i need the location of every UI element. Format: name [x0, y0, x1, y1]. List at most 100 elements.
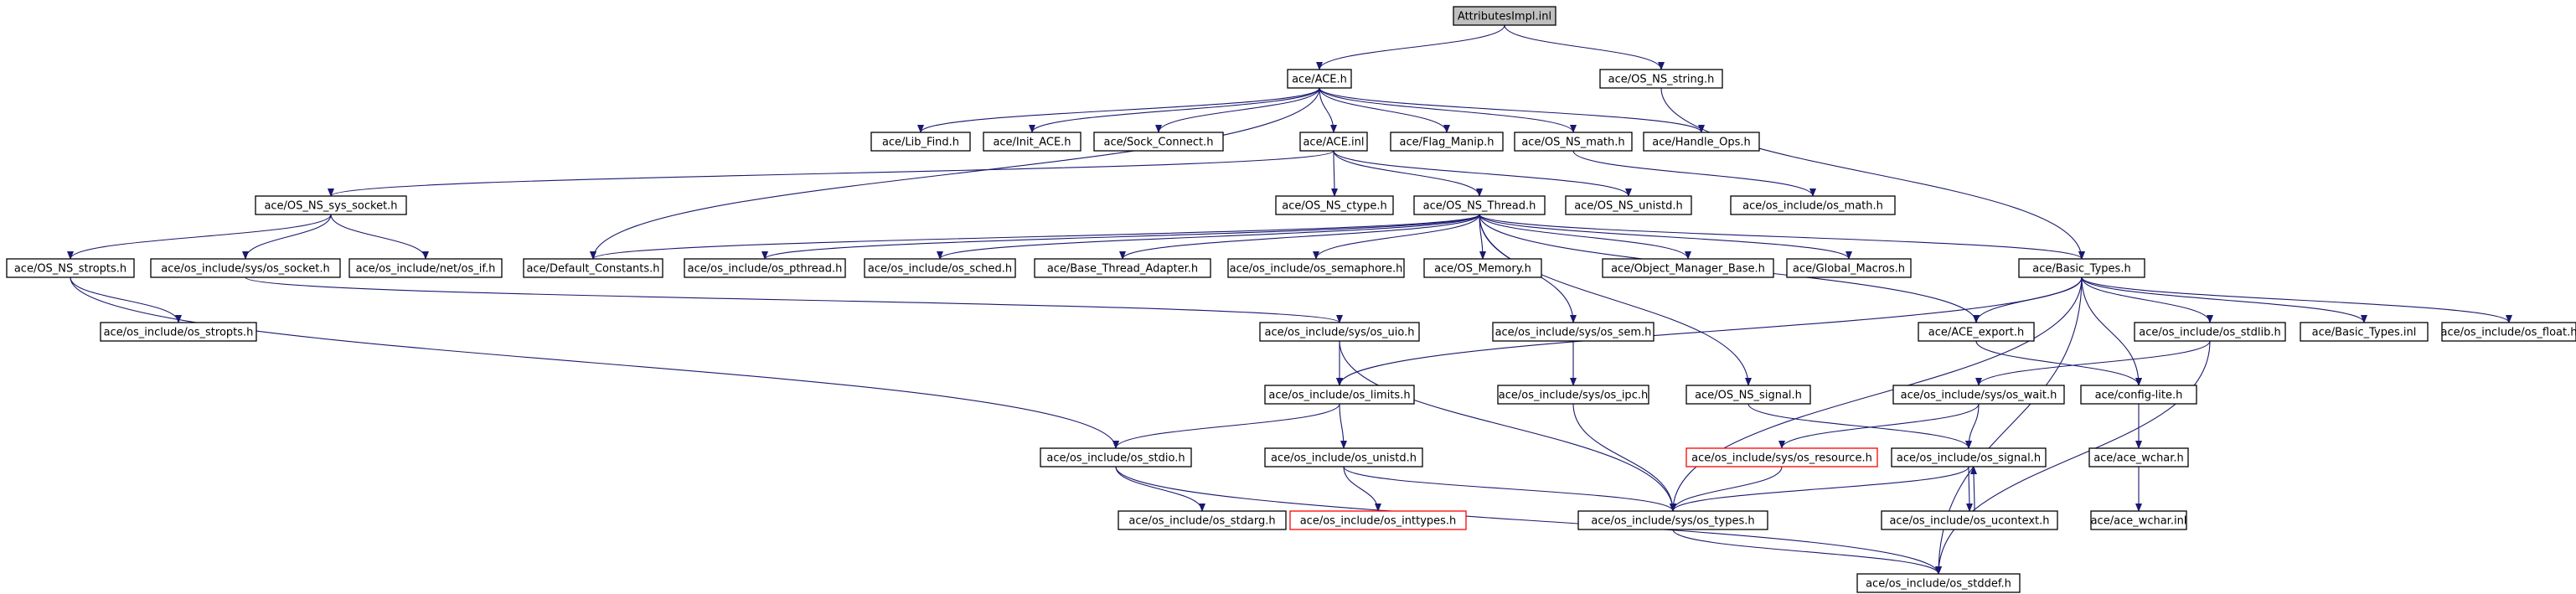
- node-ns_math[interactable]: ace/OS_NS_math.h: [1514, 132, 1633, 152]
- edge-ns_thread-to-ns_signal: [1479, 214, 1752, 386]
- node-box: [1453, 6, 1556, 26]
- node-lib_find[interactable]: ace/Lib_Find.h: [870, 132, 971, 152]
- edge-os_signal-to-sys_os_types: [1670, 466, 1969, 512]
- node-os_limits[interactable]: ace/os_include/os_limits.h: [1264, 385, 1415, 405]
- edge-sys_os_resource-to-sys_os_types: [1670, 466, 1783, 512]
- node-label: ace/os_include/os_stdlib.h: [2139, 327, 2280, 339]
- node-ns_string[interactable]: ace/OS_NS_string.h: [1599, 69, 1723, 89]
- edge-os_unistd-to-sys_os_types: [1343, 466, 1676, 512]
- node-label: ace/os_include/net/os_if.h: [356, 263, 496, 276]
- node-ace_export[interactable]: ace/ACE_export.h: [1918, 322, 2035, 342]
- node-box: [1856, 573, 2021, 593]
- node-box: [255, 195, 407, 215]
- node-ns_sys_socket[interactable]: ace/OS_NS_sys_socket.h: [255, 195, 407, 215]
- node-box: [1730, 195, 1896, 215]
- node-os_signal[interactable]: ace/os_include/os_signal.h: [1891, 447, 2047, 467]
- node-sys_os_resource[interactable]: ace/os_include/sys/os_resource.h: [1685, 447, 1878, 467]
- node-box: [1413, 195, 1546, 215]
- node-label: ace/Lib_Find.h: [882, 137, 959, 149]
- node-box: [1685, 447, 1878, 467]
- node-os_stddef[interactable]: ace/os_include/os_stddef.h: [1856, 573, 2021, 593]
- node-sys_os_uio[interactable]: ace/os_include/sys/os_uio.h: [1259, 322, 1420, 342]
- node-ns_ctype[interactable]: ace/OS_NS_ctype.h: [1275, 195, 1394, 215]
- node-ns_unistd[interactable]: ace/OS_NS_unistd.h: [1565, 195, 1692, 215]
- node-sock_connect[interactable]: ace/Sock_Connect.h: [1093, 132, 1224, 152]
- edge-ace_h-to-flag_manip: [1319, 87, 1450, 133]
- node-handle_ops[interactable]: ace/Handle_Ops.h: [1643, 132, 1760, 152]
- node-label: ace/OS_NS_Thread.h: [1423, 200, 1536, 213]
- node-basic_types[interactable]: ace/Basic_Types.h: [2018, 258, 2145, 278]
- node-ns_thread[interactable]: ace/OS_NS_Thread.h: [1413, 195, 1546, 215]
- node-box: [1259, 322, 1420, 342]
- node-ace_wchar[interactable]: ace/ace_wchar.h: [2088, 447, 2189, 467]
- node-os_math[interactable]: ace/os_include/os_math.h: [1730, 195, 1896, 215]
- node-box: [2300, 322, 2429, 342]
- node-os_stdarg[interactable]: ace/os_include/os_stdarg.h: [1118, 510, 1287, 530]
- node-label: ace/os_include/os_float.h: [2440, 327, 2576, 339]
- node-os_stdlib[interactable]: ace/os_include/os_stdlib.h: [2134, 322, 2286, 342]
- node-attr[interactable]: AttributesImpl.inl: [1453, 6, 1556, 26]
- node-basic_types_inl[interactable]: ace/Basic_Types.inl: [2300, 322, 2429, 342]
- edge-sys_os_ipc-to-sys_os_types: [1572, 403, 1676, 512]
- node-ace_inl[interactable]: ace/ACE.inl: [1299, 132, 1368, 152]
- node-sys_os_sem[interactable]: ace/os_include/sys/os_sem.h: [1492, 322, 1655, 342]
- node-box: [1891, 447, 2047, 467]
- edge-basic_types-to-config_lite: [2081, 276, 2142, 386]
- node-label: ace/Global_Macros.h: [1793, 263, 1905, 276]
- node-ns_stropts[interactable]: ace/OS_NS_stropts.h: [6, 258, 135, 278]
- node-os_stdio[interactable]: ace/os_include/os_stdio.h: [1040, 447, 1192, 467]
- node-label: ace/os_include/os_stdio.h: [1046, 452, 1185, 465]
- node-sys_os_ipc[interactable]: ace/os_include/sys/os_ipc.h: [1497, 385, 1649, 405]
- node-os_ucontext[interactable]: ace/os_include/os_ucontext.h: [1881, 510, 2058, 530]
- edge-sys_os_wait-to-os_signal: [1965, 403, 1980, 449]
- node-init_ace[interactable]: ace/Init_ACE.h: [983, 132, 1082, 152]
- node-label: ace/Sock_Connect.h: [1104, 137, 1214, 149]
- node-net_os_if[interactable]: ace/os_include/net/os_if.h: [348, 258, 503, 278]
- node-os_stropts[interactable]: ace/os_include/os_stropts.h: [100, 322, 257, 342]
- node-os_pthread[interactable]: ace/os_include/os_pthread.h: [684, 258, 846, 278]
- node-os_semaphore[interactable]: ace/os_include/os_semaphore.h: [1227, 258, 1405, 278]
- node-label: ace/OS_NS_signal.h: [1695, 390, 1802, 402]
- node-ace_wchar_inl[interactable]: ace/ace_wchar.inl: [2090, 510, 2187, 530]
- node-object_manager_base[interactable]: ace/Object_Manager_Base.h: [1602, 258, 1774, 278]
- node-box: [1299, 132, 1368, 152]
- node-ns_signal[interactable]: ace/OS_NS_signal.h: [1685, 385, 1811, 405]
- node-label: ace/OS_NS_unistd.h: [1574, 200, 1683, 213]
- node-label: ace/Flag_Manip.h: [1400, 137, 1494, 149]
- node-config_lite[interactable]: ace/config-lite.h: [2080, 385, 2197, 405]
- node-global_macros[interactable]: ace/Global_Macros.h: [1786, 258, 1912, 278]
- node-box: [1892, 385, 2065, 405]
- node-base_thread_adapter[interactable]: ace/Base_Thread_Adapter.h: [1034, 258, 1211, 278]
- node-label: ace/OS_NS_ctype.h: [1282, 200, 1387, 213]
- edge-ace_h-to-default_constants: [590, 87, 1320, 260]
- node-box: [684, 258, 846, 278]
- node-label: ace/config-lite.h: [2095, 390, 2183, 402]
- node-os_sched[interactable]: ace/os_include/os_sched.h: [864, 258, 1016, 278]
- edge-os_stdio-to-os_stdarg: [1115, 466, 1205, 512]
- node-os_memory[interactable]: ace/OS_Memory.h: [1423, 258, 1542, 278]
- node-flag_manip[interactable]: ace/Flag_Manip.h: [1390, 132, 1504, 152]
- node-sys_os_types[interactable]: ace/os_include/sys/os_types.h: [1577, 510, 1768, 530]
- edge-ns_sys_socket-to-sys_os_socket: [242, 214, 332, 260]
- node-box: [1514, 132, 1633, 152]
- edge-os_ucontext-to-os_signal: [1970, 466, 1978, 512]
- node-sys_os_socket[interactable]: ace/os_include/sys/os_socket.h: [150, 258, 341, 278]
- node-ace_h[interactable]: ace/ACE.h: [1287, 69, 1352, 89]
- node-label: ace/os_include/sys/os_sem.h: [1495, 327, 1652, 339]
- node-default_constants[interactable]: ace/Default_Constants.h: [523, 258, 663, 278]
- node-sys_os_wait[interactable]: ace/os_include/sys/os_wait.h: [1892, 385, 2065, 405]
- node-os_unistd[interactable]: ace/os_include/os_unistd.h: [1264, 447, 1423, 467]
- node-box: [1685, 385, 1811, 405]
- node-box: [348, 258, 503, 278]
- edge-basic_types-to-sys_os_types: [1670, 276, 2083, 512]
- node-box: [2088, 447, 2189, 467]
- edge-ns_thread-to-base_thread_adapter: [1119, 214, 1480, 260]
- node-os_float[interactable]: ace/os_include/os_float.h: [2440, 322, 2576, 342]
- node-label: ace/os_include/os_sched.h: [868, 263, 1012, 276]
- edge-ace_h-to-handle_ops: [1319, 87, 1705, 133]
- node-os_inttypes[interactable]: ace/os_include/os_inttypes.h: [1289, 510, 1467, 530]
- node-box: [1093, 132, 1224, 152]
- node-box: [1786, 258, 1912, 278]
- node-label: ace/os_include/os_stddef.h: [1866, 578, 2011, 591]
- edge-basic_types-to-os_float: [2081, 276, 2512, 323]
